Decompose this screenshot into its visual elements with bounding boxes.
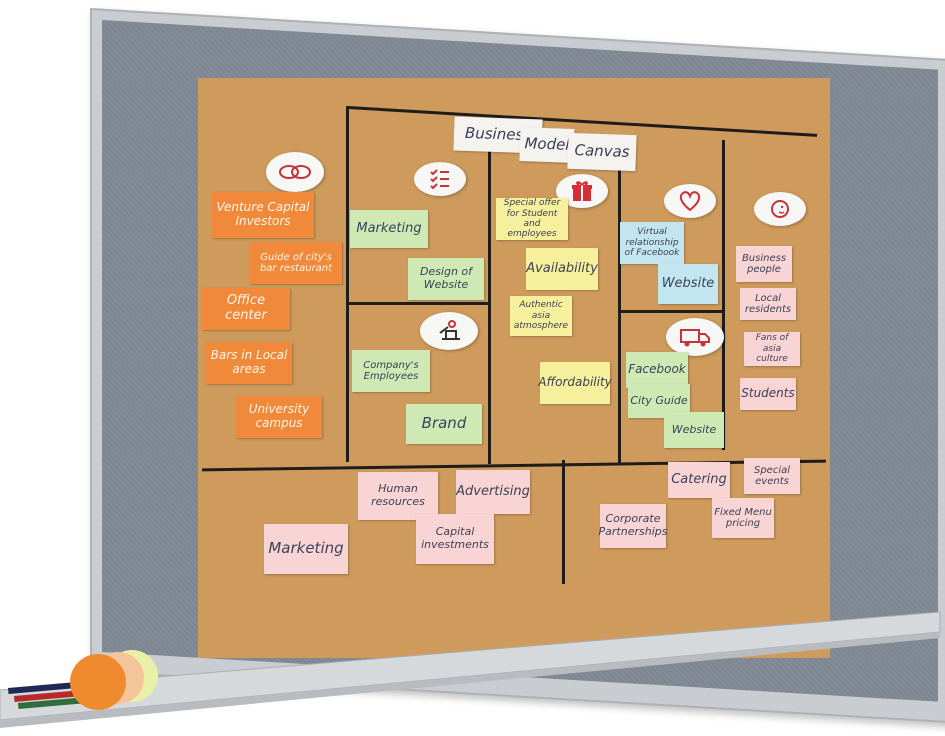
heart-icon bbox=[664, 184, 716, 218]
value-proposition-note: Affordability bbox=[538, 362, 612, 404]
divider bbox=[488, 134, 491, 464]
divider bbox=[348, 302, 490, 305]
revenue-stream-note: Fixed Menu pricing bbox=[712, 498, 774, 538]
customer-relationship-note: Website bbox=[658, 264, 718, 304]
divider bbox=[620, 310, 724, 313]
revenue-stream-note: Special events bbox=[744, 458, 800, 494]
marker-tray bbox=[0, 611, 941, 728]
customer-segment-note: Students bbox=[740, 378, 796, 410]
key-resource-note: Company's Employees bbox=[352, 350, 430, 392]
customer-segment-note: Local residents bbox=[740, 288, 796, 320]
cost-structure-note: Advertising bbox=[456, 470, 530, 514]
canvas-title-word: Model bbox=[519, 127, 575, 163]
smiley-face-icon bbox=[754, 192, 806, 226]
value-proposition-note: Special offer for Student and employees bbox=[496, 198, 568, 240]
divider bbox=[347, 106, 818, 137]
key-resource-note: Brand bbox=[406, 404, 482, 444]
key-partner-note: Bars in Local areas bbox=[206, 342, 292, 384]
revenue-stream-note: Catering bbox=[668, 462, 730, 498]
value-proposition-note: Authentic asia atmosphere bbox=[510, 296, 572, 336]
divider bbox=[346, 106, 349, 462]
channel-note: Website bbox=[664, 412, 724, 448]
worker-icon bbox=[420, 312, 478, 350]
divider bbox=[618, 140, 621, 464]
key-partner-note: Venture Capital Investors bbox=[212, 192, 314, 238]
channel-note: Facebook bbox=[626, 352, 688, 388]
divider bbox=[722, 140, 725, 450]
gift-icon bbox=[556, 174, 608, 208]
customer-segment-note: Fans of asia culture bbox=[744, 332, 800, 366]
value-proposition-note: Availability bbox=[526, 248, 598, 290]
checklist-icon bbox=[414, 162, 466, 196]
cost-structure-note: Marketing bbox=[264, 524, 348, 574]
divider bbox=[562, 460, 565, 584]
canvas-title-word: Canvas bbox=[567, 132, 637, 172]
cost-structure-note: Capital investments bbox=[416, 514, 494, 564]
cost-structure-note: Human resources bbox=[358, 472, 438, 520]
key-activity-note: Marketing bbox=[350, 210, 428, 248]
customer-relationship-note: Virtual relationship of Facebook bbox=[620, 222, 684, 264]
key-activity-note: Design of Website bbox=[408, 258, 484, 300]
chain-link-icon bbox=[266, 152, 324, 192]
customer-segment-note: Business people bbox=[736, 246, 792, 282]
key-partner-note: Office center bbox=[202, 288, 290, 330]
key-partner-note: University campus bbox=[236, 396, 322, 438]
delivery-truck-icon bbox=[666, 318, 724, 356]
revenue-stream-note: Corporate Partnerships bbox=[599, 504, 667, 548]
key-partner-note: Guide of city's bar restaurant bbox=[250, 242, 342, 284]
